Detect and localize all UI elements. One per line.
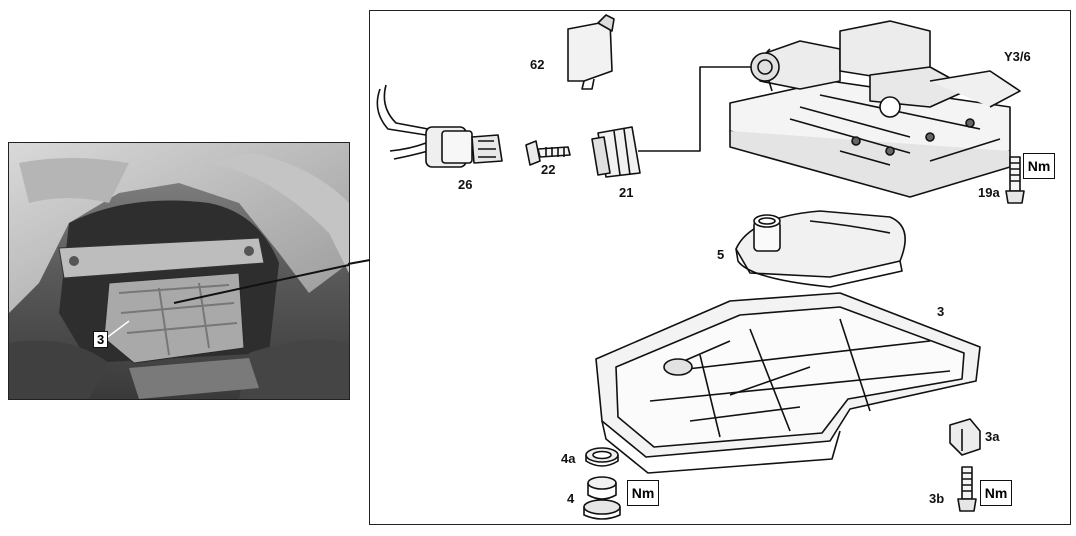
oil-filter-5-shape <box>735 210 906 288</box>
photo-image <box>9 143 349 399</box>
label-3: 3 <box>937 304 945 319</box>
bolt-3b-shape <box>957 466 977 512</box>
label-3b: 3b <box>929 491 945 506</box>
vehicle-underside-photo: 3 <box>8 142 350 400</box>
label-26: 26 <box>458 177 473 192</box>
valve-body-y36-shape <box>729 20 1021 198</box>
label-62: 62 <box>530 57 545 72</box>
label-y36: Y3/6 <box>1004 49 1031 64</box>
parts-drawing <box>376 14 1025 520</box>
label-19a: 19a <box>978 185 1000 200</box>
bolt-19a-shape <box>1005 156 1025 204</box>
torque-badge-4: Nm <box>627 480 659 506</box>
label-5: 5 <box>717 247 725 262</box>
exploded-parts-diagram <box>369 10 1071 525</box>
label-21: 21 <box>619 185 634 200</box>
label-4a: 4a <box>561 451 576 466</box>
torque-badge-3b: Nm <box>980 480 1012 506</box>
label-3a: 3a <box>985 429 1000 444</box>
seal-4a-shape <box>585 447 619 467</box>
clip-3a-shape <box>949 418 981 456</box>
harness-connector-26-shape <box>376 84 503 168</box>
photo-callout-label: 3 <box>93 331 109 348</box>
oil-pan-3-shape <box>595 292 981 474</box>
connector-21-shape <box>591 66 752 178</box>
label-4: 4 <box>567 491 575 506</box>
bracket-62-shape <box>567 14 615 90</box>
label-22: 22 <box>541 162 556 177</box>
bolt-22-shape <box>525 140 571 166</box>
drain-plug-4-shape <box>583 476 621 520</box>
torque-badge-19a: Nm <box>1023 153 1055 179</box>
